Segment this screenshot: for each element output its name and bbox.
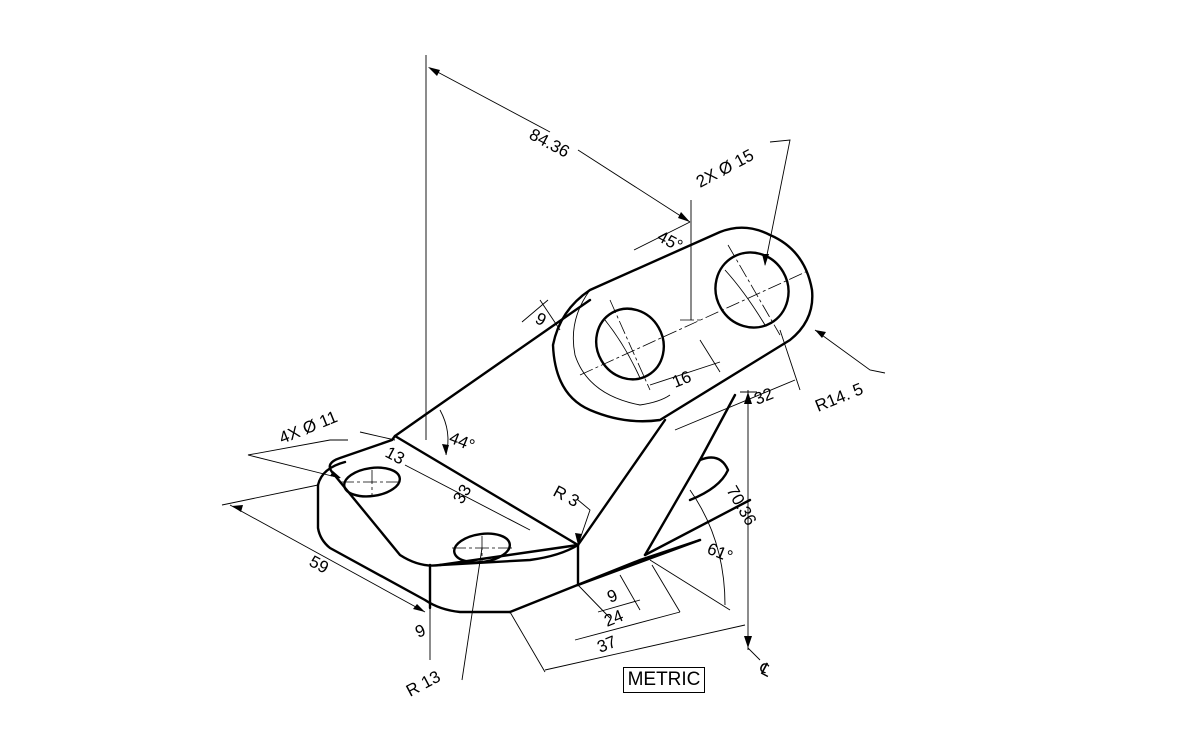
dim-hole-pitch: 33 — [449, 481, 475, 507]
dim-boss-width: 9 — [532, 309, 549, 330]
part-outline — [316, 226, 814, 614]
base-hole-back — [343, 466, 401, 498]
base-plate-front-left — [316, 483, 512, 614]
web-front-edge — [576, 538, 702, 587]
pin-hole-left-inner — [604, 319, 641, 379]
dimension-labels: 84.36 2X Ø 15 45° 9 16 32 R14. 5 4X Ø 11… — [276, 125, 866, 701]
dim-height: 70.36 — [723, 483, 761, 529]
support-rib-curve — [688, 456, 730, 502]
dim-offset-9: 9 — [604, 586, 620, 607]
dim-corner-radius: R 13 — [403, 667, 444, 701]
metric-note: METRIC — [623, 667, 705, 693]
base-plate-bottom — [508, 538, 702, 614]
dim-web-angle: 44° — [447, 428, 478, 455]
centerline-symbol: ℄ — [755, 658, 775, 680]
dim-hole-spacing-small: 16 — [669, 367, 694, 392]
arrowheads — [232, 67, 826, 648]
dim-hole-edge: 13 — [382, 443, 408, 469]
base-plate-edge — [316, 460, 347, 487]
pin-hole-left — [595, 307, 665, 381]
dim-overall-length: 84.36 — [526, 125, 572, 162]
boss-inner-face — [572, 289, 671, 406]
dimension-lines — [221, 55, 886, 681]
dim-pin-holes: 2X Ø 15 — [693, 145, 757, 191]
pin-hole-right-inner — [724, 269, 766, 326]
dim-base-thickness: 9 — [412, 621, 428, 642]
web-support-edge — [576, 418, 667, 547]
dim-support-angle: 61° — [705, 539, 736, 566]
support-rib-lower — [643, 498, 752, 557]
boss-outline — [551, 226, 814, 423]
dim-boss-radius: R14. 5 — [812, 379, 866, 415]
dim-offset-37: 37 — [594, 632, 619, 657]
base-hole-front — [453, 532, 511, 564]
web-left-edge — [393, 298, 592, 438]
pin-hole-right — [714, 251, 790, 329]
dim-base-holes: 4X Ø 11 — [276, 407, 340, 448]
base-plate-front-face — [438, 543, 580, 567]
dim-base-width: 59 — [306, 552, 332, 578]
dim-hole-spacing: 32 — [751, 384, 776, 409]
dim-fillet: R 3 — [550, 482, 582, 511]
dim-boss-angle: 45° — [654, 227, 686, 256]
